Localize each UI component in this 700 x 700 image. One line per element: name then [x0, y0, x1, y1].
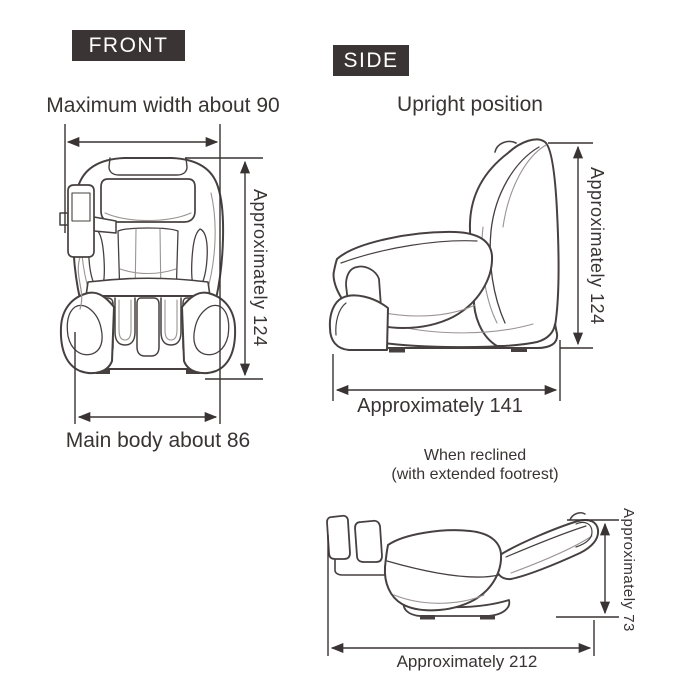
front-extension-lines	[64, 124, 263, 424]
upright-extension-lines	[332, 142, 593, 401]
upright-backrest-seam-2	[503, 145, 546, 227]
front-view-illustration	[58, 151, 238, 377]
reclined-foot-left	[420, 615, 435, 620]
reclined-body-seam-2	[394, 595, 484, 603]
front-top-panel	[109, 158, 187, 175]
front-headrest	[101, 179, 195, 222]
front-leg-pad-center	[137, 298, 159, 356]
front-leg-channel-right	[161, 298, 181, 345]
front-leg-channel-left	[115, 298, 135, 345]
reclined-backrest-seam-2	[511, 536, 592, 573]
side-upright-illustration	[325, 131, 563, 353]
front-view-tag: FRONT	[72, 30, 185, 61]
reclined-backrest-knob	[570, 513, 585, 520]
reclined-extension-lines	[327, 519, 619, 656]
side-reclined-illustration	[324, 503, 614, 620]
reclined-backrest-seam-1	[506, 526, 586, 557]
upright-depth-caption: Approximately 141	[357, 395, 523, 417]
front-view-tag-label: FRONT	[88, 33, 169, 57]
side-view-tag: SIDE	[333, 45, 409, 76]
front-height-caption: Approximately 124	[250, 189, 270, 347]
upright-position-caption: Upright position	[397, 93, 543, 116]
reclined-caption-line1: When reclined	[423, 447, 527, 464]
reclined-body-seam-1	[387, 561, 499, 577]
front-leg-channel-left-inner	[119, 300, 131, 340]
upright-foot-left	[389, 348, 405, 353]
reclined-bracket	[335, 558, 387, 575]
reclined-depth-caption: Approximately 212	[396, 652, 538, 671]
front-leg-channel-right-inner	[165, 300, 177, 340]
front-pendant-cable	[78, 257, 81, 309]
front-body-width-caption: Main body about 86	[65, 429, 251, 452]
reclined-footrest-paddle-1	[327, 516, 350, 559]
upright-height-caption: Approximately 124	[587, 167, 607, 325]
upright-foot-right	[511, 347, 527, 352]
reclined-foot-right	[480, 615, 495, 620]
front-max-width-caption: Maximum width about 90	[46, 94, 280, 117]
reclined-body	[385, 530, 501, 610]
upright-armrest-seam-1	[341, 241, 477, 263]
reclined-headrest-pad	[576, 522, 592, 547]
reclined-footrest-paddle-2	[355, 521, 382, 562]
front-headrest-seam	[105, 213, 191, 221]
front-seat-bar	[86, 278, 210, 296]
upright-footrest-boot-seam	[336, 303, 346, 335]
reclined-caption-line2: (with extended footrest)	[391, 466, 559, 483]
side-view-tag-label: SIDE	[343, 48, 399, 72]
reclined-height-caption: Approximately 73	[620, 507, 637, 632]
upright-backrest-seam-1	[490, 147, 539, 323]
upright-footrest-boot	[330, 295, 388, 350]
upright-headrest-knob	[495, 141, 516, 152]
front-pendant-screen	[72, 193, 90, 221]
front-armrest-left-cushion	[67, 305, 102, 354]
